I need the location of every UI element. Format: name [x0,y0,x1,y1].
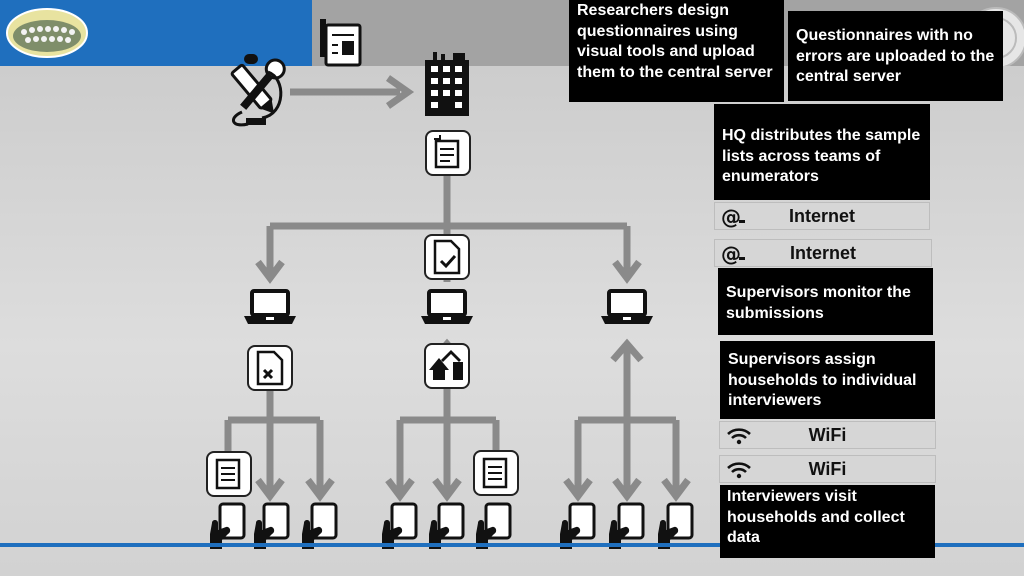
design-tools-icon [230,54,286,127]
step-design-box: Researchers design questionnaires using … [569,0,784,102]
step-hq-text: HQ distributes the sample lists across t… [722,127,921,185]
step-visit-box: Interviewers visit households and collec… [720,485,935,558]
internet-bar-1: @ Internet [714,202,930,230]
step-assign-box: Supervisors assign households to individ… [720,341,935,419]
laptop-icon-center [419,289,475,326]
step-assign-text: Supervisors assign households to individ… [728,351,917,409]
bottom-accent-line [0,543,1024,547]
step-no-errors-box: Questionnaires with no errors are upload… [788,11,1003,101]
document-stack-icon-left [206,451,252,497]
step-monitor-box: Supervisors monitor the submissions [718,268,933,335]
wifi-bar-1: WiFi [719,421,936,449]
wifi-label-1: WiFi [808,425,847,445]
document-stack-icon-center [473,450,519,496]
step-no-errors-text: Questionnaires with no errors are upload… [796,27,995,85]
internet-bar-2: @ Internet [714,239,932,267]
svg-text:@: @ [721,243,741,265]
at-sign-icon: @ [721,243,745,265]
at-sign-icon: @ [721,206,745,228]
step-design-text: Researchers design questionnaires using … [577,2,773,81]
questionnaire-document-icon [320,19,362,67]
wifi-icon [727,462,751,479]
internet-label-2: Internet [789,243,856,263]
upload-arrow [290,75,415,109]
wifi-icon [727,428,751,445]
document-stack-icon [425,130,471,176]
laptop-icon-right [599,289,655,326]
laptop-icon-left [242,289,298,326]
central-server-building-icon [425,52,469,116]
wifi-bar-2: WiFi [719,455,936,483]
step-hq-box: HQ distributes the sample lists across t… [714,104,930,200]
step-monitor-text: Supervisors monitor the submissions [726,284,911,322]
group-photo-logo [6,8,88,58]
document-error-icon [247,345,293,391]
svg-text:@: @ [721,206,741,228]
document-check-icon [424,234,470,280]
internet-label-1: Internet [788,206,855,226]
house-icon [424,343,470,389]
wifi-label-2: WiFi [808,459,847,479]
step-visit-text: Interviewers visit households and collec… [727,488,905,546]
right-branch-lines [563,338,691,502]
